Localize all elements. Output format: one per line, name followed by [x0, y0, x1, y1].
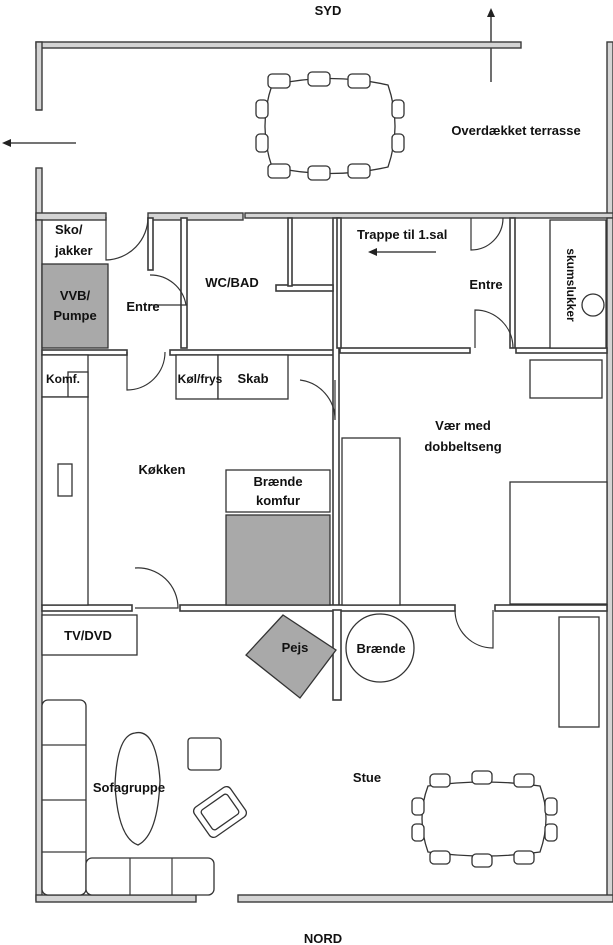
double-bed: [509, 481, 608, 605]
living-label: Stue: [353, 770, 381, 785]
terrace-label: Overdækket terrasse: [451, 123, 580, 138]
komf-label: Komf.: [46, 372, 80, 386]
shoes-label-1: Sko/: [55, 222, 83, 237]
shoes-label-2: jakker: [54, 243, 93, 258]
stove-label-2: komfur: [256, 493, 300, 508]
fridge-cabinet: [175, 354, 219, 400]
stove-label-1: Brænde: [253, 474, 302, 489]
skumslukker-cabinet: [549, 219, 607, 349]
fridge-label: Køl/frys: [178, 372, 223, 386]
doors: [105, 216, 514, 649]
stairs-arrow-icon: [368, 248, 436, 256]
living-sideboard: [558, 616, 600, 728]
vvb-pump-unit: [41, 263, 109, 349]
bedroom-wardrobe: [341, 437, 401, 606]
chair-icon: [255, 71, 405, 181]
tv-label: TV/DVD: [64, 628, 112, 643]
bedroom-label-2: dobbeltseng: [424, 439, 501, 454]
fireplace: [245, 614, 337, 699]
sofa-label: Sofagruppe: [93, 780, 165, 795]
sofa-group: [41, 699, 248, 896]
exit-arrow-left-icon: [2, 139, 76, 147]
terrace-dining-table: [255, 71, 405, 181]
compass-south-label: SYD: [315, 3, 342, 18]
stove-hearth: [225, 514, 331, 606]
bedroom-label-1: Vær med: [435, 418, 491, 433]
outer-walls: [35, 212, 613, 903]
terrace-walls: [35, 41, 613, 221]
stairs-label: Trappe til 1.sal: [357, 227, 447, 242]
entre-east-label: Entre: [469, 277, 502, 292]
firewood-label: Brænde: [356, 641, 405, 656]
vvb-label-1: VVB/: [60, 288, 91, 303]
entre-west-label: Entre: [126, 299, 159, 314]
kitchen-label: Køkken: [139, 462, 186, 477]
cupboard-cabinet: [217, 354, 289, 400]
extinguisher-icon: [581, 293, 605, 317]
bedroom-nightstand: [529, 359, 603, 399]
interior-walls: [41, 217, 608, 701]
sink-icon: [57, 463, 73, 497]
tv-dvd-unit: [41, 614, 138, 656]
fireplace-label: Pejs: [282, 640, 309, 655]
wood-stove: [225, 469, 331, 513]
vvb-label-2: Pumpe: [53, 308, 96, 323]
compass-north-label: NORD: [304, 931, 342, 945]
skumslukker-label: skumslukker: [564, 248, 578, 322]
firewood-basket: [345, 613, 415, 683]
cupboard-label: Skab: [237, 371, 268, 386]
living-dining-table: [411, 770, 558, 868]
kitchen-counter-west: [41, 396, 89, 606]
wc-label: WC/BAD: [205, 275, 258, 290]
